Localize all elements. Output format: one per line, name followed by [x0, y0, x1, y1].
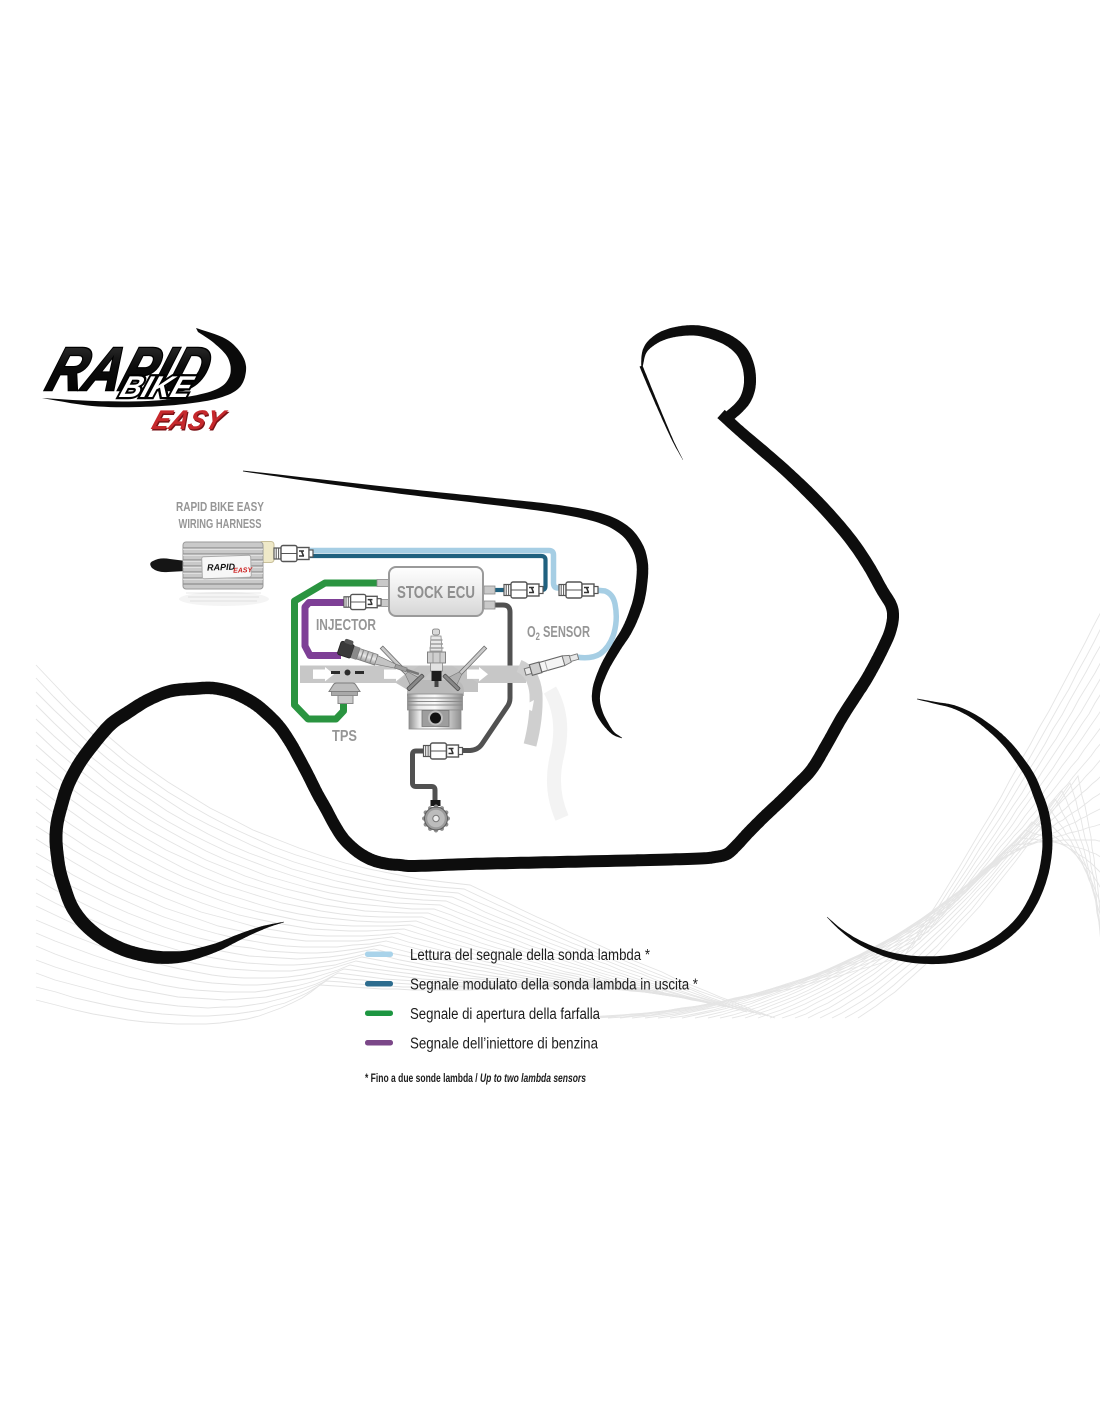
svg-text:Segnale modulato della sonda l: Segnale modulato della sonda lambda in u…	[410, 977, 698, 994]
svg-text:EASY: EASY	[148, 405, 231, 435]
svg-text:Segnale dell’iniettore di benz: Segnale dell’iniettore di benzina	[410, 1036, 598, 1053]
svg-text:Segnale di apertura della farf: Segnale di apertura della farfalla	[410, 1006, 600, 1023]
svg-text:RAPID BIKE EASY: RAPID BIKE EASY	[176, 499, 264, 514]
svg-text:EASY: EASY	[149, 406, 232, 436]
svg-text:RAPID: RAPID	[39, 336, 220, 404]
svg-text:STOCK ECU: STOCK ECU	[397, 582, 475, 602]
svg-text:Lettura del segnale della sond: Lettura del segnale della sonda lambda *	[410, 947, 650, 964]
svg-text:EASY: EASY	[233, 567, 254, 575]
svg-text:* Fino a due sonde lambda / Up: * Fino a due sonde lambda / Up to two la…	[365, 1073, 586, 1085]
svg-text:INJECTOR: INJECTOR	[316, 617, 376, 634]
svg-text:TPS: TPS	[332, 728, 357, 745]
svg-text:BIKE: BIKE	[116, 370, 199, 404]
svg-text:O2 SENSOR: O2 SENSOR	[527, 624, 590, 643]
svg-text:WIRING HARNESS: WIRING HARNESS	[179, 516, 262, 531]
svg-text:RAPID: RAPID	[207, 562, 236, 573]
